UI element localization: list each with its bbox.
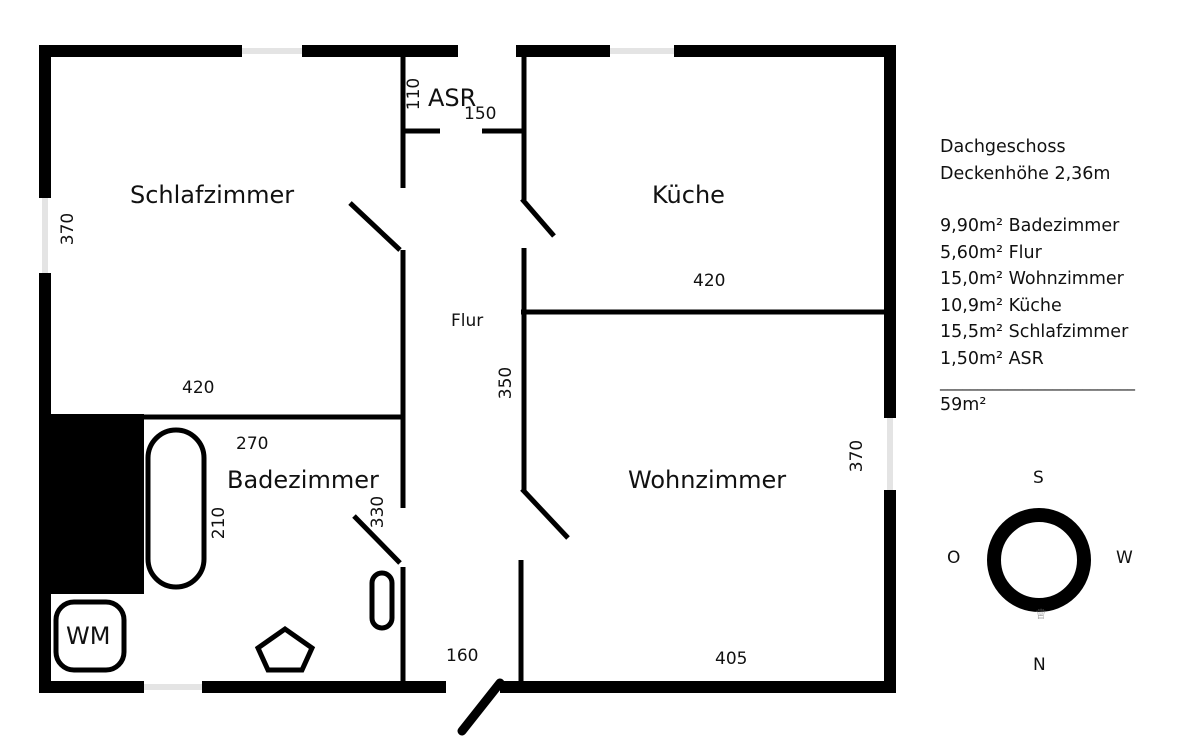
total-area: 59m² [940,395,987,415]
wall-top-2 [302,45,458,57]
compass-crown-icon: ♕ [1035,607,1048,623]
door-schlafzimmer [348,201,402,252]
wall-top-4 [674,45,896,57]
room-label-badezimmer: Badezimmer [227,466,379,494]
area-item: 10,9m² Küche [940,295,1062,316]
window-top-2 [610,48,674,54]
separator-line: __________________________ [940,373,1135,391]
pentagon-fixture [254,625,316,673]
window-left [42,198,48,273]
bathtub [145,427,207,590]
wall-bottom-1 [39,681,144,693]
dim-bathtub-length: 210 [209,506,230,540]
wall-right-2 [884,490,896,693]
compass-north-label: N [1033,655,1046,675]
door-entrance [457,678,505,736]
area-item: 9,90m² Badezimmer [940,216,1120,236]
compass-west-label: W [1116,548,1133,568]
window-right [887,418,893,490]
dim-schlafzimmer-height: 370 [58,212,79,246]
dim-asr-height: 110 [404,77,425,111]
window-top-1 [242,48,302,54]
room-label-asr: ASR [428,84,477,112]
dim-bad-length: 330 [368,495,389,529]
area-item: 15,5m² Schlafzimmer [940,322,1129,342]
chimney-block [51,414,144,594]
compass-east-label: O [947,548,961,568]
floor-name: Dachgeschoss [940,137,1066,157]
dim-flur-bottom-width: 160 [446,646,479,666]
dim-kueche-width: 420 [693,271,726,291]
area-item: 5,60m² Flur [940,242,1042,263]
dim-asr-width: 150 [464,104,497,124]
window-bottom [144,684,202,690]
sink [369,570,395,631]
compass-south-label: S [1033,468,1044,488]
room-label-schlafzimmer: Schlafzimmer [130,181,295,209]
wall-top-3 [516,45,610,57]
dim-bad-width: 270 [236,434,269,454]
room-label-wohnzimmer: Wohnzimmer [628,466,787,494]
area-item: 1,50m² ASR [940,348,1044,369]
wall-right-1 [884,45,896,418]
wall-bottom-2 [202,681,446,693]
room-label-flur: Flur [451,311,484,331]
room-label-kueche: Küche [652,181,725,209]
wall-left-2 [39,273,51,693]
dim-schlafzimmer-width: 420 [182,378,215,398]
compass-ring [987,508,1091,612]
wall-bottom-3 [500,681,896,693]
info-panel: Dachgeschoss Deckenhöhe 2,36m 9,90m² Bad… [940,134,1135,419]
ceiling-height: Deckenhöhe 2,36m [940,163,1111,184]
dim-flur-length: 350 [496,366,517,400]
area-item: 15,0m² Wohnzimmer [940,269,1124,289]
door-wohnzimmer [520,487,570,540]
washing-machine [53,599,127,673]
wall-top-1 [39,45,242,57]
door-badezimmer [352,514,402,565]
door-kueche [520,197,556,238]
dim-wohnzimmer-height: 370 [847,439,868,473]
dim-wohnzimmer-width: 405 [715,649,748,669]
wall-left-1 [39,45,51,198]
room-label-wm: WM [66,622,111,650]
